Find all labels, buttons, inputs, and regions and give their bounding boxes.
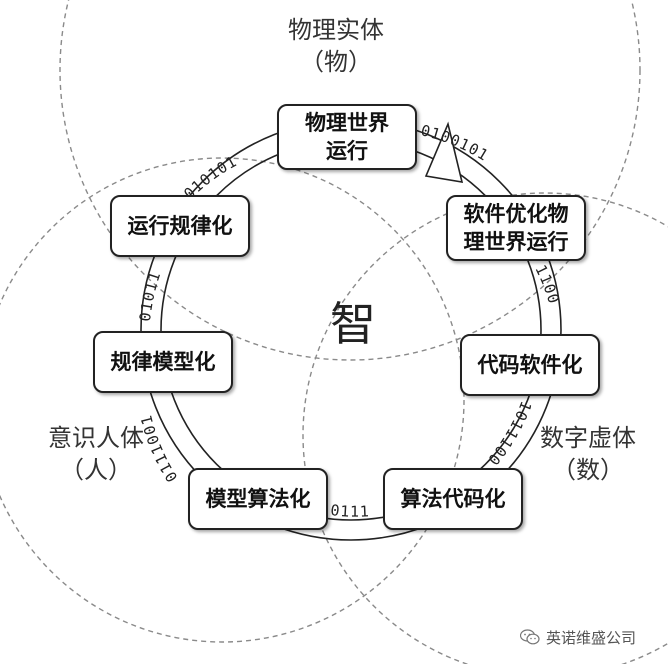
cycle-arrow-head: [424, 121, 464, 183]
venn-circle-digital: [302, 192, 668, 664]
binary-band-bottom: 0111: [330, 501, 371, 521]
node-code-software-label: 代码软件化: [477, 353, 583, 377]
region-label-human-line2: （人）: [60, 456, 132, 484]
node-software-optimize-line1: 软件优化物: [463, 202, 569, 226]
binary-band-left: 01011: [136, 269, 164, 323]
center-label-wisdom: 智: [330, 297, 376, 351]
node-software-optimize-line2: 理世界运行: [463, 230, 569, 254]
node-software-optimize: 软件优化物 理世界运行: [446, 195, 586, 261]
watermark-text: 英诺维盛公司: [546, 628, 637, 647]
node-algorithm-code: 算法代码化: [383, 468, 523, 530]
region-label-physical: 物理实体 （物）: [276, 14, 396, 78]
node-pattern-model-label: 规律模型化: [110, 350, 216, 374]
node-operation-pattern: 运行规律化: [110, 195, 250, 257]
region-label-human: 意识人体 （人）: [36, 422, 156, 486]
venn-circle-physical: [59, 0, 641, 361]
region-label-human-line1: 意识人体: [48, 424, 144, 452]
watermark: 英诺维盛公司: [520, 626, 636, 648]
node-model-algorithm-label: 模型算法化: [205, 487, 311, 511]
wechat-icon: [520, 629, 540, 645]
node-physical-world-line1: 物理世界: [305, 111, 389, 135]
node-pattern-model: 规律模型化: [93, 331, 233, 393]
region-label-digital-line1: 数字虚体: [540, 424, 636, 452]
venn-circle-human: [0, 157, 465, 643]
node-physical-world-operation: 物理世界 运行: [277, 104, 417, 170]
node-algorithm-code-label: 算法代码化: [400, 487, 506, 511]
node-physical-world-line2: 运行: [326, 139, 368, 163]
region-label-physical-line2: （物）: [300, 48, 372, 76]
node-code-software: 代码软件化: [460, 334, 600, 396]
node-model-algorithm: 模型算法化: [188, 468, 328, 530]
node-operation-pattern-label: 运行规律化: [127, 214, 233, 238]
region-label-digital: 数字虚体 （数）: [528, 422, 648, 486]
region-label-physical-line1: 物理实体: [288, 16, 384, 44]
region-label-digital-line2: （数）: [552, 456, 624, 484]
